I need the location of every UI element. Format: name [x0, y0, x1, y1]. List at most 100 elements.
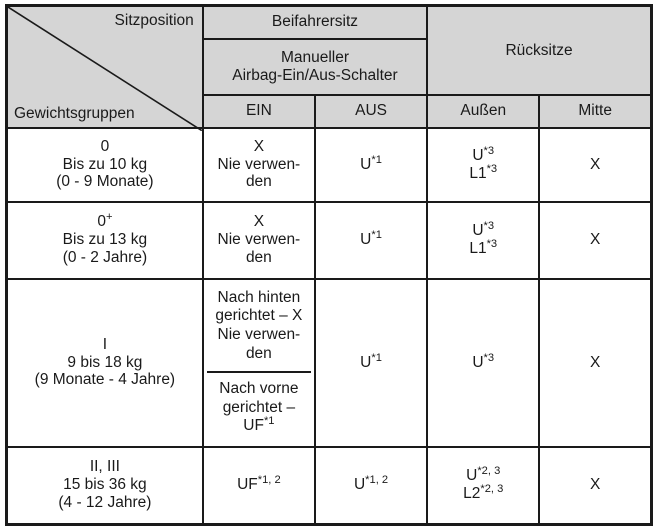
cell-0-on-line-3: den [245, 173, 272, 191]
group-line-1: 0 [100, 137, 110, 155]
cell-I-front-facing: Nach vorne gerichtet – UF*1 [207, 372, 311, 444]
weight-groups-label: Gewichtsgruppen [14, 104, 135, 122]
cell-0plus-airbag-on: X Nie verwen- den [201, 200, 316, 280]
cell-I-off-base: U [360, 353, 372, 371]
manual-switch-line-1: Manueller [280, 48, 349, 66]
cell-0-outer-line-2-footnote: *3 [486, 162, 498, 175]
cell-0plus-off-base: U [360, 231, 372, 249]
cell-0plus-outer-line-2: L1*3 [431, 237, 535, 258]
cell-II-III-off-footnote: *1, 2 [365, 474, 389, 487]
cell-I-outer-base: U [472, 353, 484, 371]
group-line-3: (0 - 2 Jahre) [62, 248, 148, 266]
header-col-rear-outer: Außen [426, 94, 541, 129]
header-row-2: Manueller Airbag-Ein/Aus-Schalter [7, 37, 652, 97]
cell-I-front-facing-base: UF [243, 417, 264, 435]
cell-0-airbag-on: X Nie verwen- den [201, 126, 316, 203]
cell-0-outer-line-1: U*3 [431, 144, 535, 165]
group-line-1: 0+ [11, 210, 199, 231]
group-line-1: I [102, 335, 108, 353]
cell-I-rear-facing-line-4: den [245, 344, 272, 362]
group-line-3: (4 - 12 Jahre) [58, 494, 152, 512]
group-line-1-base: 0 [97, 213, 106, 231]
cell-0plus-on-line-2: Nie verwen- [217, 231, 301, 249]
cell-I-airbag-off: U*1 [313, 277, 429, 448]
cell-0-airbag-off: U*1 [313, 126, 429, 203]
cell-II-III-off-base: U [353, 476, 366, 494]
cell-0-rear-center: X [538, 126, 653, 203]
cell-0-on-line-2: Nie verwen- [217, 155, 301, 173]
group-line-3: (0 - 9 Monate) [56, 173, 154, 191]
group-line-2: 9 bis 18 kg [67, 353, 143, 371]
group-cell-II-III: II, III 15 bis 36 kg (4 - 12 Jahre) [5, 445, 204, 526]
table-row: II, III 15 bis 36 kg (4 - 12 Jahre) UF*1… [5, 445, 653, 526]
cell-0plus-on-line-3: den [245, 248, 272, 266]
cell-0-outer-line-2: L1*3 [431, 162, 535, 183]
cell-I-rear-facing-line-1: Nach hinten [217, 288, 301, 306]
cell-I-airbag-on: Nach hinten gerichtet – X Nie verwen- de… [201, 277, 316, 448]
child-restraint-compatibility-table-container: Sitzposition Gewichtsgruppen Beifahrersi… [5, 4, 653, 526]
cell-II-III-outer-line-1-base: U [466, 467, 478, 485]
table-row: 0+ Bis zu 13 kg (0 - 2 Jahre) X Nie verw… [5, 200, 653, 280]
cell-I-rear-facing-row: Nach hinten gerichtet – X Nie verwen- de… [206, 281, 311, 373]
cell-I-front-facing-row: Nach vorne gerichtet – UF*1 [207, 372, 311, 444]
group-line-2: Bis zu 13 kg [62, 231, 148, 249]
cell-II-III-on-footnote: *1, 2 [257, 474, 281, 487]
header-col-airbag-off: AUS [313, 94, 429, 129]
group-cell-I: I 9 bis 18 kg (9 Monate - 4 Jahre) [5, 277, 204, 448]
cell-II-III-outer-line-1-footnote: *2, 3 [477, 465, 501, 478]
cell-I-rear-facing-line-3: Nie verwen- [217, 326, 301, 343]
cell-0plus-off-footnote: *1 [371, 228, 382, 241]
cell-I-rear-outer: U*3 [426, 277, 541, 448]
cell-II-III-rear-center: X [538, 445, 653, 526]
header-row-1: Sitzposition Gewichtsgruppen Beifahrersi… [5, 4, 653, 40]
cell-0plus-on-line-1: X [253, 213, 265, 231]
seat-position-label: Sitzposition [114, 12, 194, 29]
cell-0-outer-line-1-footnote: *3 [483, 144, 495, 157]
cell-0-off-base: U [360, 155, 372, 173]
cell-0plus-outer-line-2-footnote: *3 [486, 237, 498, 250]
header-front-passenger-seat: Beifahrersitz [201, 4, 429, 40]
header-rear-seats: Rücksitze [426, 4, 653, 97]
cell-II-III-airbag-off: U*1, 2 [313, 445, 429, 526]
cell-I-airbag-on-split: Nach hinten gerichtet – X Nie verwen- de… [206, 281, 311, 444]
child-restraint-compatibility-table: Sitzposition Gewichtsgruppen Beifahrersi… [5, 4, 653, 526]
cell-I-outer-footnote: *3 [483, 351, 495, 364]
cell-I-rear-facing: Nach hinten gerichtet – X Nie verwen- de… [206, 281, 311, 373]
cell-II-III-outer-line-2: L2*2, 3 [431, 483, 535, 503]
cell-II-III-outer-line-2-footnote: *2, 3 [480, 483, 504, 496]
cell-I-front-facing-line-1: Nach vorne [219, 380, 299, 398]
header-manual-airbag-switch: Manueller Airbag-Ein/Aus-Schalter [201, 37, 429, 97]
group-line-1: II, III [89, 458, 120, 476]
group-line-2: Bis zu 10 kg [62, 155, 148, 173]
cell-I-front-facing-line-3: UF*1 [209, 415, 309, 436]
cell-I-rear-center: X [538, 277, 653, 448]
cell-0plus-outer-line-2-base: L1 [469, 240, 487, 257]
cell-I-front-facing-line-2: gerichtet – [222, 398, 296, 416]
group-cell-0plus: 0+ Bis zu 13 kg (0 - 2 Jahre) [5, 200, 204, 280]
header-col-airbag-on: EIN [201, 94, 316, 129]
cell-0plus-airbag-off: U*1 [313, 200, 429, 280]
cell-II-III-outer-line-2-base: L2 [463, 485, 481, 503]
group-line-1-superscript: + [105, 210, 113, 223]
cell-0-on-line-1: X [253, 137, 265, 155]
cell-0plus-outer-line-1-base: U [472, 222, 484, 240]
header-col-rear-center: Mitte [538, 94, 653, 129]
cell-0-rear-outer: U*3 L1*3 [426, 126, 541, 203]
cell-0-outer-line-1-base: U [472, 146, 484, 164]
cell-0plus-rear-center: X [538, 200, 653, 280]
cell-0plus-outer-line-1: U*3 [431, 219, 535, 240]
manual-switch-line-2: Airbag-Ein/Aus-Schalter [232, 66, 398, 84]
cell-II-III-airbag-on: UF*1, 2 [201, 445, 316, 526]
table-row: 0 Bis zu 10 kg (0 - 9 Monate) X Nie verw… [5, 126, 653, 203]
cell-II-III-outer-line-1: U*2, 3 [431, 465, 535, 485]
cell-I-front-facing-footnote: *1 [263, 415, 275, 428]
corner-header-cell: Sitzposition Gewichtsgruppen [5, 4, 204, 128]
cell-0plus-outer-line-1-footnote: *3 [483, 219, 495, 232]
cell-0-off-footnote: *1 [371, 153, 382, 166]
cell-II-III-on-base: UF [237, 476, 258, 494]
group-line-3: (9 Monate - 4 Jahre) [34, 371, 176, 389]
cell-I-off-footnote: *1 [371, 351, 382, 364]
cell-0plus-rear-outer: U*3 L1*3 [426, 200, 541, 280]
group-line-2: 15 bis 36 kg [63, 476, 147, 494]
table-row: I 9 bis 18 kg (9 Monate - 4 Jahre) Nach … [5, 277, 653, 448]
